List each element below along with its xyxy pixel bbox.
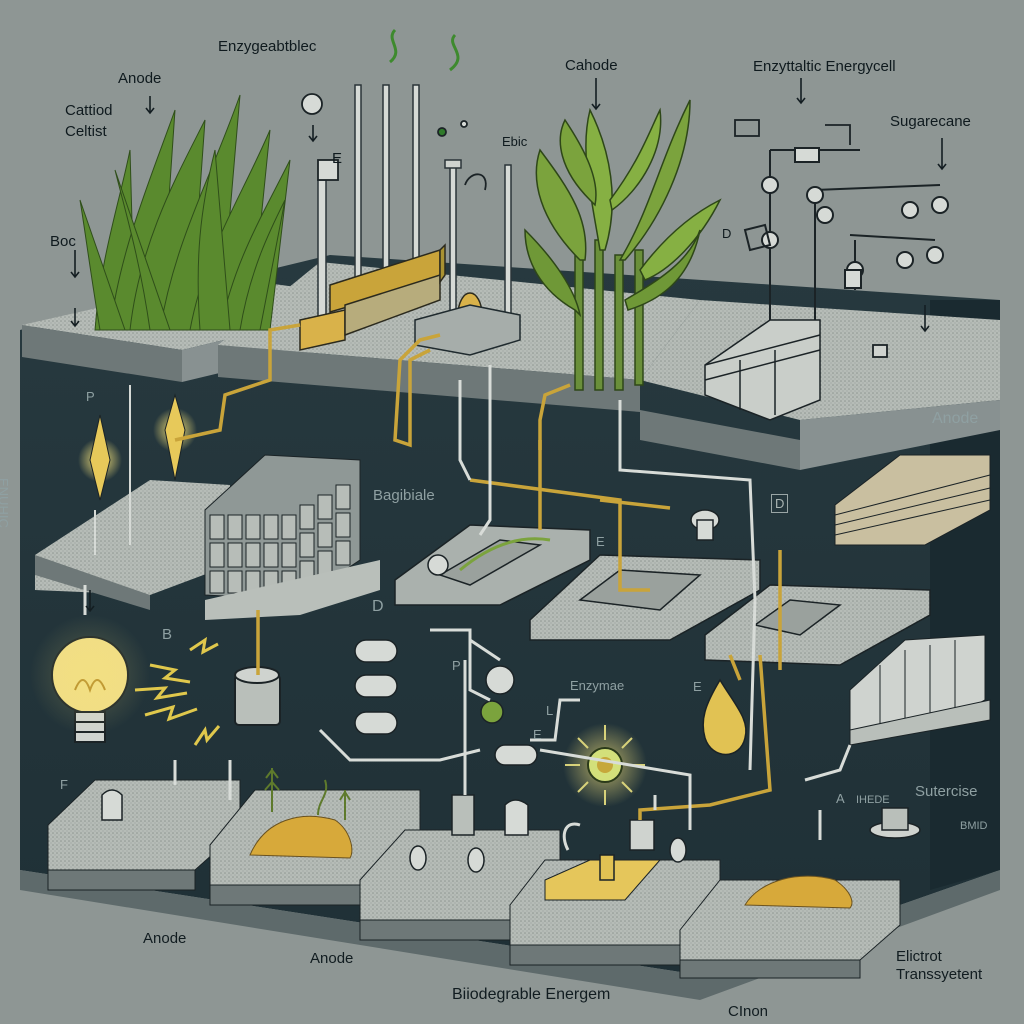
label-bagibiale: Bagibiale [373,487,435,504]
label-p-mid: P [452,658,461,673]
grass-plant [79,94,291,331]
arrows [70,78,947,613]
gold-wires [174,323,782,820]
label-boc: Boc [50,233,76,250]
white-wires [83,365,852,851]
label-anode-bottom-mid: Anode [310,950,354,967]
label-l-mid: L [546,703,554,718]
label-ihede: IHEDE [856,794,890,806]
top-misc-icons [301,28,888,358]
cube-grid-cell [204,454,361,601]
seedling-icons [264,768,351,820]
label-anode-right: Anode [932,410,979,427]
label-biodegradable: Biiodegrable Energem [452,986,611,1003]
spark-icon [134,636,221,746]
label-enuhic-side: ENUHIC [0,478,11,528]
label-anode-top: Anode [118,70,162,87]
droplet-icon [702,678,747,756]
tray-right [704,584,931,666]
label-b-left: B [162,626,173,643]
gold-cells [299,243,483,351]
enzyme-core [563,723,647,807]
cube-base [205,560,380,620]
label-e-small: E [332,150,343,167]
label-d-left: D [722,226,732,241]
tray-mid-left [394,524,591,606]
label-d-box: D [771,494,789,513]
label-enzymae: Enzymae [570,678,625,693]
label-p-left: P [86,389,95,404]
label-e-mid2: E [533,727,542,742]
sugarcane-plant [524,99,722,391]
label-a-right: A [836,791,845,806]
label-f-left-bottom: F [60,777,68,792]
label-anode-bottom-left: Anode [143,930,187,947]
label-d-mid: D [372,598,384,615]
circuit-tree [743,147,949,330]
label-enzygeable: Enzygeabtblec [218,38,317,55]
label-sutercise: Sutercise [915,783,978,800]
battery-stack-top [704,319,821,421]
battery-stack-right [834,454,991,746]
label-cahode: Cahode [565,57,618,74]
label-ebic: Ebic [502,134,528,149]
left-pedestal [35,385,230,610]
label-cinon: CInon [728,1003,769,1020]
electrode-icon [101,789,921,881]
label-bmid: BMID [960,820,988,832]
label-e-mid: E [596,534,605,549]
label-elictrot: Elictrot Transsyetent [896,948,983,983]
label-cattiod-celtist: Cattiod Celtist [65,102,113,140]
label-e-right: E [693,679,702,694]
capsules [354,639,538,766]
lightbulb-icon [30,615,150,743]
label-sugarecane: Sugarecane [890,113,971,130]
label-enzymatic-cell: Enzyttaltic Energycell [753,58,896,75]
canister [234,666,281,726]
